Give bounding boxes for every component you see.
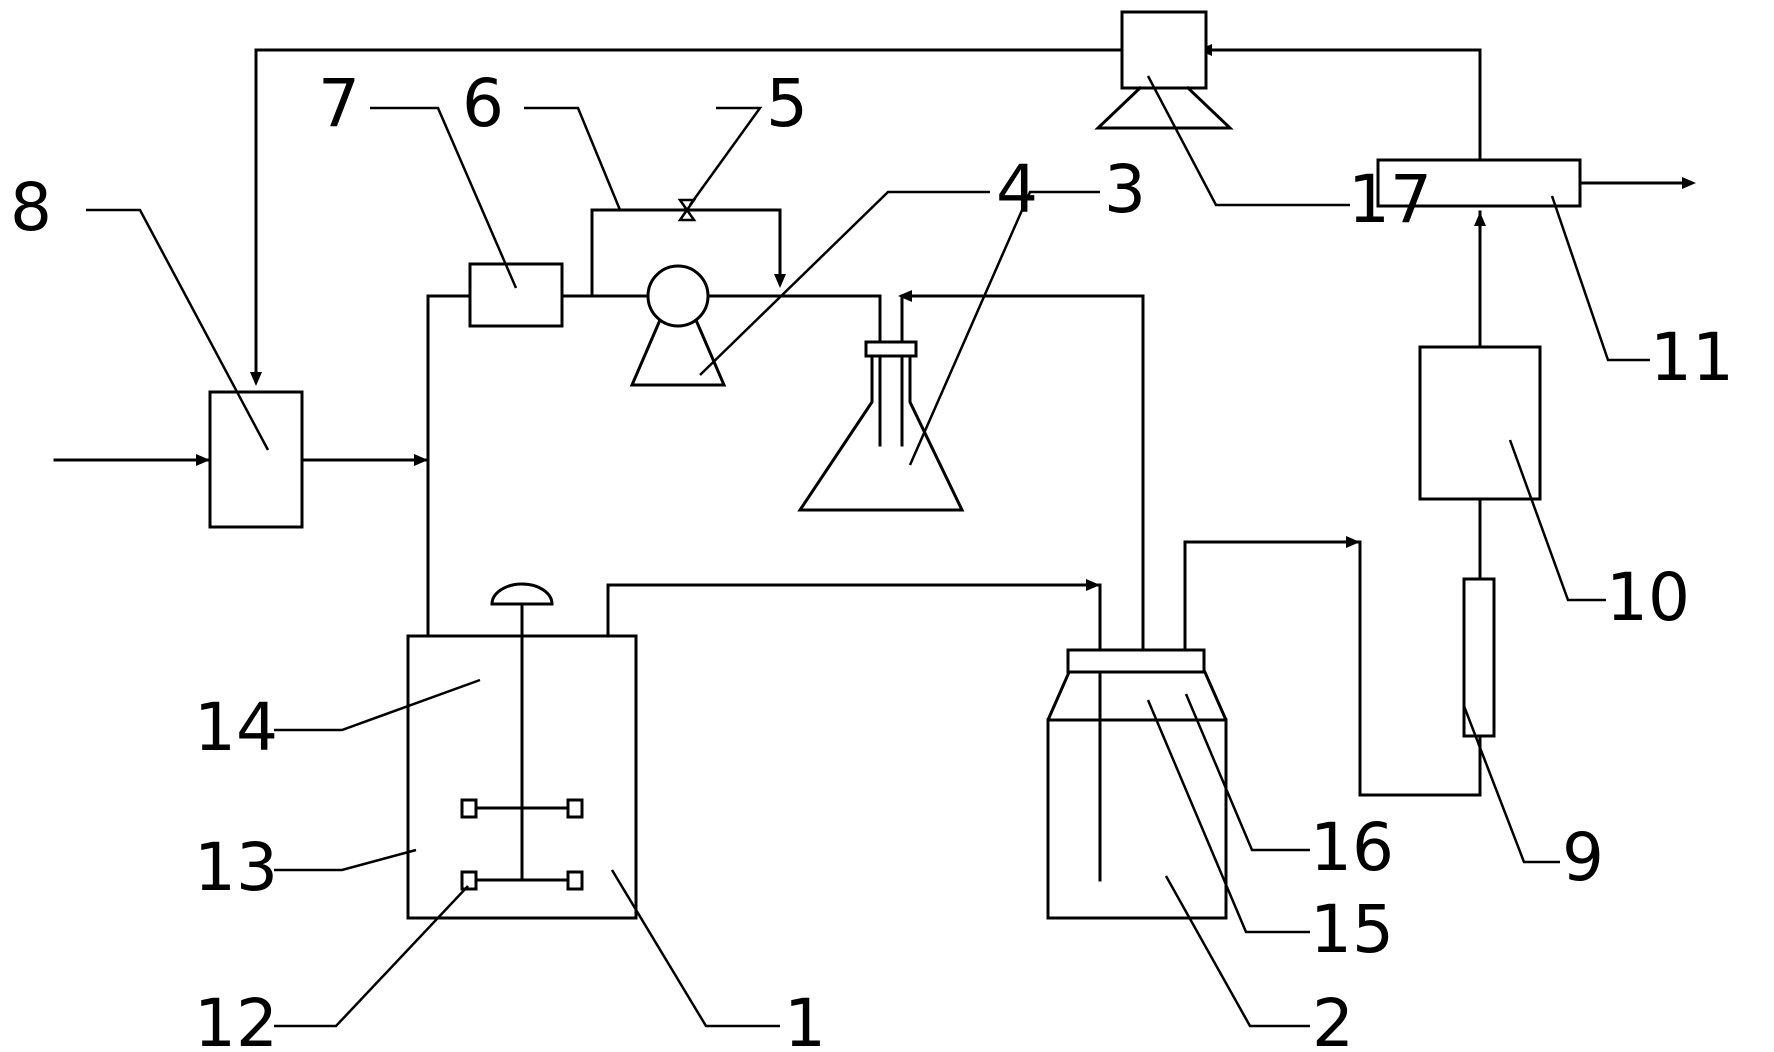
arrow-into-11 xyxy=(1474,212,1486,226)
labels: 7 6 5 4 3 8 17 11 10 9 16 15 2 1 14 13 1… xyxy=(10,65,1734,1052)
arrow-return-3 xyxy=(898,290,912,302)
leader-8 xyxy=(86,208,270,451)
pump-17-base xyxy=(1094,85,1234,130)
leader-3 xyxy=(908,190,1100,466)
leader-11 xyxy=(1550,195,1650,362)
pump-17-body xyxy=(1120,10,1208,90)
arrow-into-8 xyxy=(250,372,262,386)
leader-14 xyxy=(274,678,481,732)
leader-15 xyxy=(1146,699,1310,934)
leader-4 xyxy=(699,190,990,376)
stirrer-motor xyxy=(490,582,554,606)
label-14: 14 xyxy=(194,689,278,766)
pipe-2-to-9 xyxy=(1183,540,1482,797)
leader-13 xyxy=(274,848,417,872)
leader-6 xyxy=(524,106,622,211)
bottle-2 xyxy=(1046,648,1228,920)
label-11: 11 xyxy=(1650,319,1734,396)
leader-5 xyxy=(688,106,763,206)
unit-11 xyxy=(1376,158,1582,208)
bottle-2-cap xyxy=(1066,648,1206,674)
pipe-11-to-17 xyxy=(1206,48,1482,162)
unit-9 xyxy=(1462,577,1496,738)
label-5: 5 xyxy=(766,65,808,142)
label-4: 4 xyxy=(996,151,1038,228)
flask-3-stopper xyxy=(864,340,918,358)
leader-2 xyxy=(1164,875,1310,1028)
impeller-blade-ul xyxy=(460,798,478,819)
arrow-inlet-8 xyxy=(196,454,210,466)
arrow-outlet-11 xyxy=(1682,177,1696,189)
reactor-1 xyxy=(406,582,638,920)
leader-16 xyxy=(1184,693,1310,852)
unit-7 xyxy=(468,262,564,328)
pump-4-base xyxy=(629,318,727,387)
label-13: 13 xyxy=(194,829,278,906)
pump-4-body xyxy=(646,264,710,328)
label-6: 6 xyxy=(462,65,504,142)
pipe-17-to-8 xyxy=(254,48,1122,382)
label-2: 2 xyxy=(1312,985,1354,1052)
label-10: 10 xyxy=(1606,559,1690,636)
leader-10 xyxy=(1508,439,1606,602)
leader-17 xyxy=(1146,75,1350,207)
arrow-2-to-9 xyxy=(1346,536,1360,548)
leader-9 xyxy=(1462,705,1560,864)
pipe-2-to-3 xyxy=(900,294,1145,652)
label-17: 17 xyxy=(1348,161,1432,238)
leader-12 xyxy=(274,885,469,1028)
impeller-blade-lr xyxy=(566,870,584,891)
unit-8 xyxy=(208,390,304,529)
pipe-1-to-2 xyxy=(606,583,1102,882)
label-8: 8 xyxy=(10,169,52,246)
label-15: 15 xyxy=(1310,891,1394,968)
label-16: 16 xyxy=(1310,809,1394,886)
unit-10 xyxy=(1418,345,1542,501)
pump-17 xyxy=(1094,10,1234,130)
pump-4 xyxy=(629,264,727,387)
label-7: 7 xyxy=(318,65,360,142)
leader-1 xyxy=(610,869,780,1028)
flask-3 xyxy=(797,340,965,512)
arrow-8-out xyxy=(414,454,428,466)
label-9: 9 xyxy=(1562,819,1604,896)
impeller-blade-ll xyxy=(460,870,478,891)
label-1: 1 xyxy=(784,985,826,1052)
valve-5-icon xyxy=(677,198,697,222)
label-3: 3 xyxy=(1104,151,1146,228)
arrow-into-2 xyxy=(1086,579,1100,591)
label-12: 12 xyxy=(194,985,278,1052)
impeller-blade-ur xyxy=(566,798,584,819)
leader-7 xyxy=(370,106,518,289)
pipe-4-to-3 xyxy=(706,294,882,344)
flask-3-body xyxy=(797,352,965,512)
bottle-2-body xyxy=(1046,668,1228,920)
leader-lines xyxy=(86,75,1650,1028)
valve-5 xyxy=(677,198,697,222)
arrow-bypass xyxy=(774,274,786,288)
